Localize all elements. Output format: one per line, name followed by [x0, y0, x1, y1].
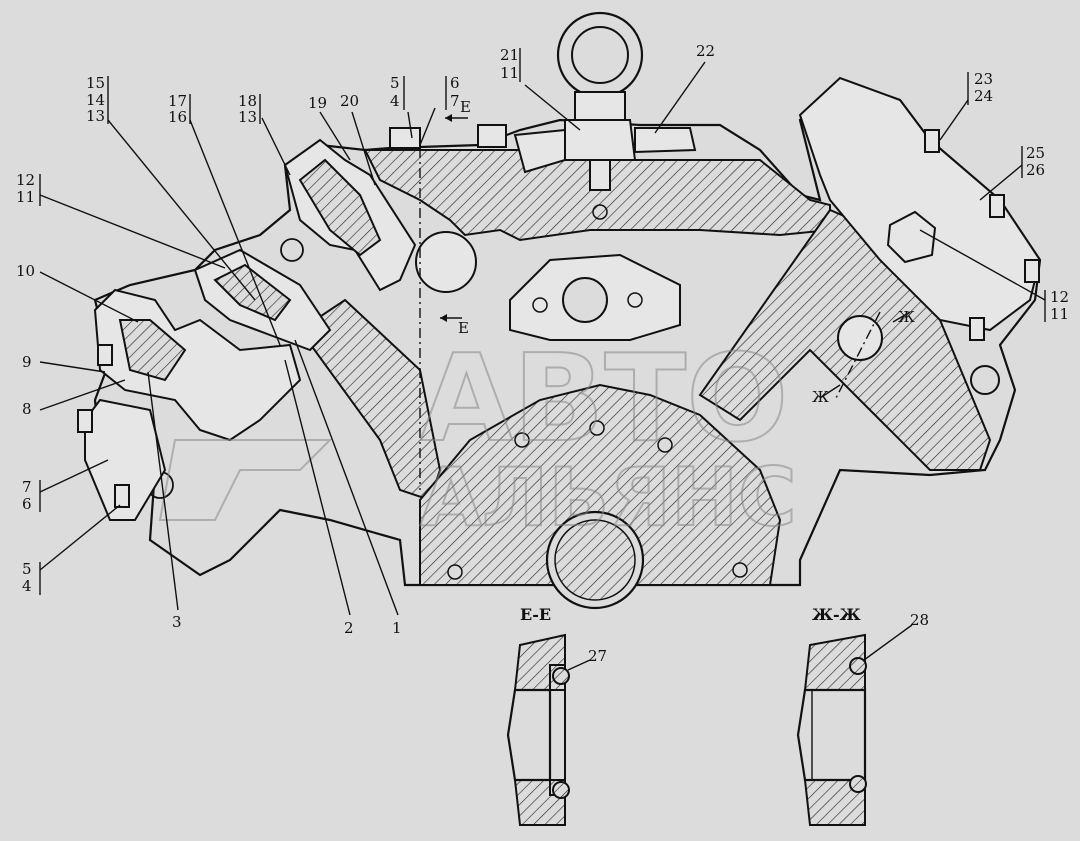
svg-text:7: 7: [22, 478, 32, 496]
svg-text:11: 11: [1050, 305, 1069, 323]
svg-text:13: 13: [238, 108, 257, 126]
svg-text:17: 17: [168, 92, 187, 110]
callout-2: 2: [344, 619, 354, 637]
svg-text:25: 25: [1026, 144, 1045, 162]
left-pump-cover: [84, 398, 167, 521]
svg-text:13: 13: [86, 107, 105, 125]
callout-23-24: 23 24: [967, 70, 993, 105]
watermark-logo: [158, 439, 333, 521]
svg-text:12: 12: [1050, 288, 1069, 306]
section-mark-e-top: Е: [460, 98, 471, 116]
callout-18-13: 18 13: [238, 92, 261, 126]
watermark-line1: АВТО: [420, 330, 788, 469]
fitting-22: [634, 127, 697, 154]
svg-text:21: 21: [500, 46, 519, 64]
callout-7-6: 7 6: [22, 478, 41, 513]
svg-text:5: 5: [22, 560, 32, 578]
callout-25-26: 25 26: [1021, 144, 1045, 179]
svg-text:24: 24: [974, 87, 993, 105]
svg-text:4: 4: [22, 577, 32, 595]
callout-5-4-top: 5 4: [390, 74, 405, 110]
callout-28: 28: [910, 611, 929, 629]
callout-10: 10: [16, 262, 35, 280]
svg-text:18: 18: [238, 92, 257, 110]
callout-12-11-left: 12 11: [16, 171, 41, 206]
callout-12-11-right: 12 11: [1044, 288, 1069, 323]
callout-20: 20: [340, 92, 359, 110]
callout-22: 22: [696, 42, 715, 60]
section-title-e-e: Е-Е: [520, 605, 551, 624]
callout-15-14-13: 15 14 13: [86, 74, 109, 125]
callout-5-4-bottom: 5 4: [22, 560, 41, 595]
callout-1: 1: [392, 619, 402, 637]
svg-text:5: 5: [390, 74, 400, 92]
right-plunger: [837, 315, 883, 361]
svg-text:16: 16: [168, 108, 187, 126]
section-mark-zh-1: Ж: [898, 308, 915, 326]
svg-text:23: 23: [974, 70, 993, 88]
left-plunger: [415, 231, 477, 293]
section-title-zh-zh: Ж-Ж: [812, 605, 861, 624]
lifting-eye: [556, 11, 644, 99]
right-cover-block: [798, 76, 1042, 332]
svg-text:6: 6: [450, 74, 460, 92]
svg-text:14: 14: [86, 91, 105, 109]
crank-sector: [419, 383, 782, 586]
watermark-line2: АЛЬЯНС: [420, 451, 797, 544]
callout-9: 9: [22, 353, 32, 371]
svg-text:6: 6: [22, 495, 32, 513]
callout-3: 3: [172, 613, 182, 631]
section-mark-e-bottom: Е: [458, 319, 469, 337]
svg-text:11: 11: [500, 64, 519, 82]
svg-text:4: 4: [390, 92, 400, 110]
svg-text:12: 12: [16, 171, 35, 189]
callout-19: 19: [308, 94, 327, 112]
callout-27: 27: [588, 647, 607, 665]
svg-text:26: 26: [1026, 161, 1045, 179]
callout-21-11: 21 11: [500, 46, 521, 82]
callout-8: 8: [22, 400, 32, 418]
callout-17-16: 17 16: [168, 92, 191, 126]
svg-text:7: 7: [450, 92, 460, 110]
svg-text:15: 15: [86, 74, 105, 92]
section-mark-zh-2: Ж: [812, 388, 829, 406]
callout-6-7-top: 6 7: [445, 74, 460, 110]
svg-text:11: 11: [16, 188, 35, 206]
